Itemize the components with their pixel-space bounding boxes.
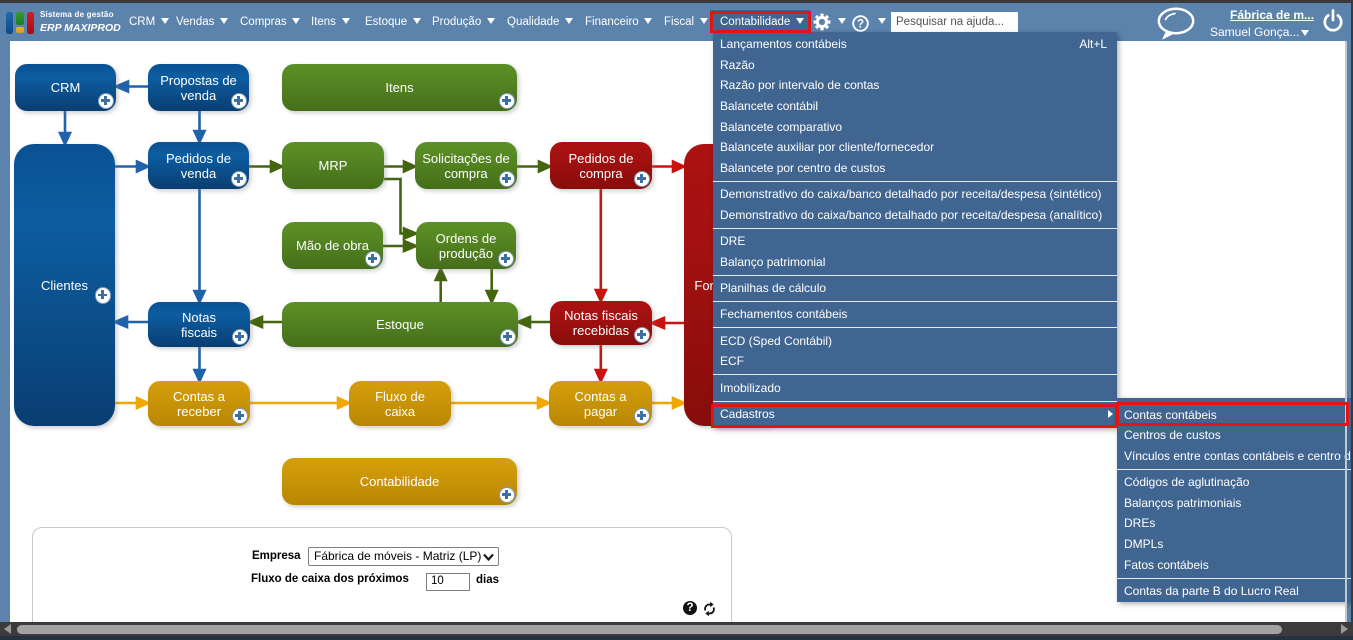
svg-text:?: ? — [857, 19, 864, 31]
